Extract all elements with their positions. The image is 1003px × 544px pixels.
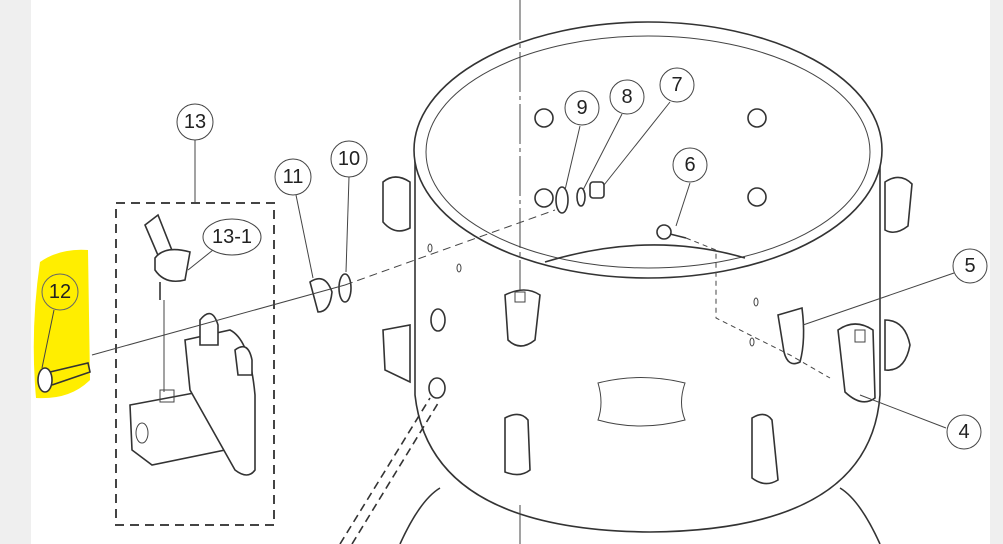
callout-label: 13-1 (212, 226, 252, 248)
callout-label: 7 (671, 74, 682, 96)
callout-label: 8 (621, 86, 632, 108)
callout-label: 6 (684, 154, 695, 176)
callout-13-1: 13-1 (202, 218, 262, 256)
callout-10: 10 (330, 140, 368, 178)
callout-8: 8 (609, 79, 645, 115)
washer-8 (576, 187, 586, 207)
callout-label: 9 (576, 97, 587, 119)
callout-7: 7 (659, 67, 695, 103)
callout-label: 11 (283, 166, 304, 188)
screw-12 (37, 362, 91, 393)
callout-label: 10 (338, 148, 360, 170)
bracket-13 (129, 213, 256, 476)
callout-13: 13 (176, 103, 214, 141)
callout-label: 13 (184, 111, 206, 133)
washer-9 (555, 186, 569, 214)
callout-12: 12 (41, 273, 79, 311)
callout-label: 5 (964, 255, 975, 277)
callout-5: 5 (952, 248, 988, 284)
leader-lines (41, 0, 955, 544)
callout-label: 4 (958, 421, 969, 443)
nut-7 (589, 181, 605, 199)
drum-shell (382, 21, 913, 544)
plate-5 (777, 306, 805, 365)
callout-11: 11 (274, 158, 312, 196)
grommet-11 (309, 277, 333, 313)
highlight-marker (33, 249, 90, 399)
callout-9: 9 (564, 90, 600, 126)
inner-screws (534, 108, 767, 208)
callout-6: 6 (672, 147, 708, 183)
callout-label: 12 (49, 281, 71, 303)
gasket-10 (338, 273, 352, 303)
callout-4: 4 (946, 414, 982, 450)
bolt-6 (656, 224, 687, 240)
